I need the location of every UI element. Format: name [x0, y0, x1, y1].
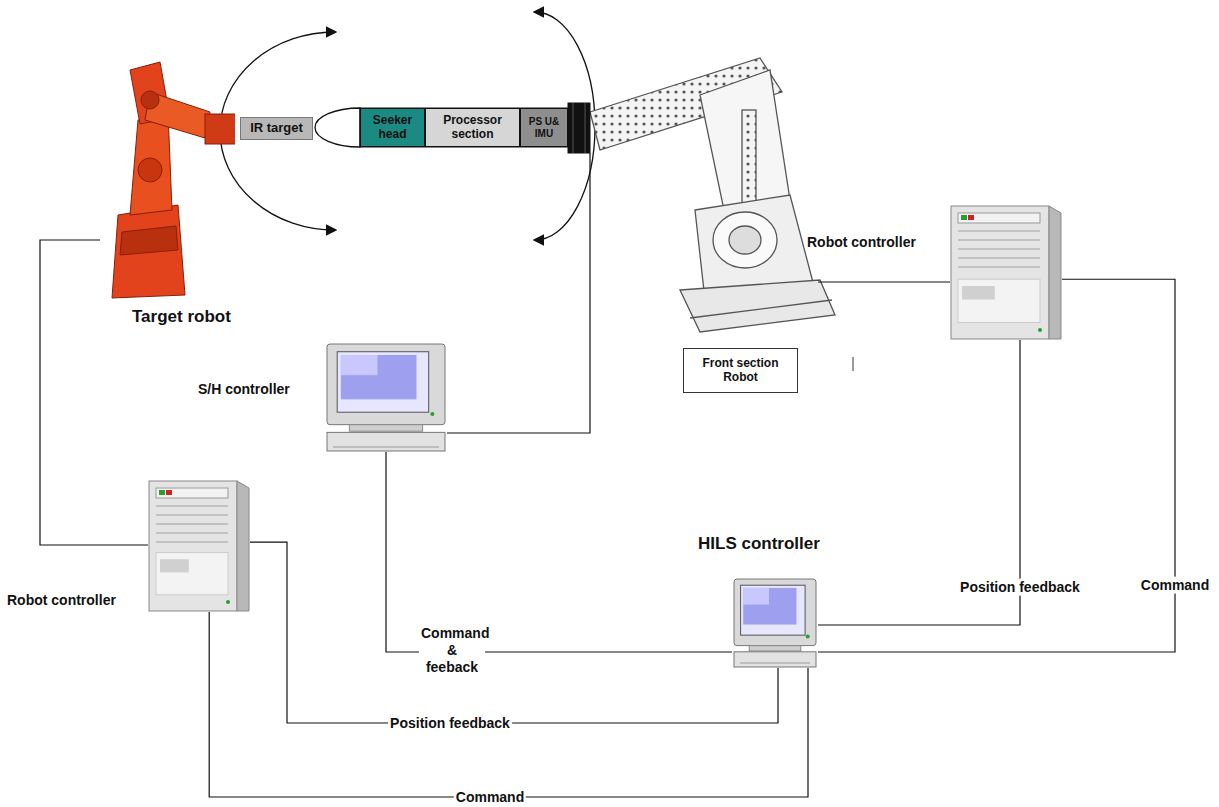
monitor-node: S/H controller	[325, 343, 447, 452]
node-label: Robot controller	[7, 592, 116, 608]
box-text: Processor section	[429, 114, 516, 142]
node-label: HILS controller	[698, 534, 820, 554]
labelled-box: Front section Robot	[683, 348, 798, 393]
node-label: Target robot	[132, 307, 231, 327]
edge-label: Position feedback	[958, 579, 1082, 596]
labelled-box: PS U& IMU	[520, 108, 568, 147]
edge-label: Command	[1139, 577, 1211, 594]
labelled-box: Processor section	[425, 108, 520, 147]
edge-label: Command & feeback	[419, 625, 485, 675]
box-text: Seeker head	[364, 114, 421, 142]
node-label: Robot controller	[807, 234, 916, 250]
front-section-robot	[590, 58, 835, 332]
labelled-box: IR target	[240, 117, 313, 140]
target-robot-figure	[100, 55, 235, 300]
connector-line	[250, 542, 778, 723]
tower-node: Robot controller	[950, 205, 1062, 340]
labelled-box: Seeker head	[360, 108, 425, 147]
node-label: S/H controller	[198, 381, 290, 397]
box-text: Front section Robot	[687, 357, 794, 385]
edge-label: Position feedback	[388, 715, 512, 732]
computer-monitor	[325, 343, 447, 452]
monitor-node: HILS controller	[732, 578, 818, 668]
motion-arcs	[220, 12, 595, 240]
box-text: PS U& IMU	[524, 116, 564, 139]
wires	[447, 153, 950, 433]
missile-body	[315, 103, 590, 153]
connector-line	[386, 452, 732, 652]
box-text: IR target	[250, 121, 303, 136]
robot-node: Target robot	[100, 55, 235, 300]
computer-monitor	[732, 578, 818, 668]
server-tower	[148, 480, 250, 612]
server-tower	[950, 205, 1062, 340]
tower-node: Robot controller	[148, 480, 250, 612]
edge-label: Command	[454, 789, 526, 806]
connector-line	[209, 612, 808, 797]
